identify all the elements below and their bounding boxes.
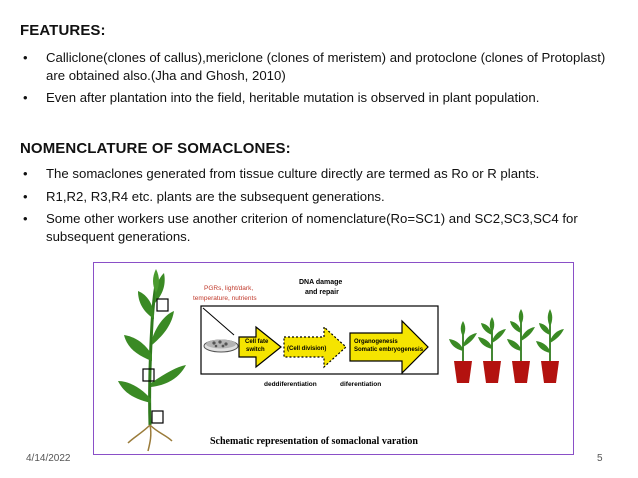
bullet-text: Some other workers use another criterion… [46,211,578,244]
slide-page-number: 5 [597,453,603,464]
pgr-label-2: temperature, nutrients [193,295,257,302]
potted-plant-icon [507,309,535,383]
features-heading: FEATURES: [20,22,106,39]
regenerated-plants [449,309,564,383]
nomenclature-list: • The somaclones generated from tissue cu… [20,165,620,250]
potted-plant-icon [478,317,506,383]
dna-label: DNA damage [299,279,342,286]
arrow1-label: Cell fate [245,339,269,345]
bullet-text: Calliclone(clones of callus),mericlone (… [46,50,606,83]
process-box [200,305,439,375]
slide-date: 4/14/2022 [26,453,71,464]
nomenclature-heading: NOMENCLATURE OF SOMACLONES: [20,140,291,157]
pgr-label: PGRs, light/dark, [204,285,253,292]
list-item: • Some other workers use another criterio… [20,210,620,245]
cell-fate-arrow [238,325,282,369]
bullet-text: Even after plantation into the field, he… [46,90,540,105]
bullet-icon: • [23,50,28,65]
figure-diagram: PGRs, light/dark, temperature, nutrients… [118,269,564,452]
cell-division-arrow [283,325,347,369]
dna-label-2: and repair [305,289,339,296]
list-item: • Calliclone(clones of callus),mericlone … [20,49,620,84]
bullet-text: The somaclones generated from tissue cul… [46,166,540,181]
potted-plant-icon [536,309,564,383]
bullet-icon: • [23,90,28,105]
features-list: • Calliclone(clones of callus),mericlone … [20,49,620,112]
petri-dish-icon [203,339,239,353]
figure-caption: Schematic representation of somaclonal v… [210,436,418,447]
arrow3-label-2: Somatic embryogenesis [354,347,424,353]
arrow2-label: (Cell division) [287,346,326,352]
mother-plant-icon [118,269,186,452]
list-item: • Even after plantation into the field, h… [20,89,620,107]
potted-plant-icon [449,321,477,383]
bullet-text: R1,R2, R3,R4 etc. plants are the subsequ… [46,188,385,204]
bullet-icon: • [23,166,28,181]
dediff-label: deddiferentiation [264,381,317,388]
organogenesis-arrow [349,319,429,375]
bullet-icon: • [23,188,28,204]
diff-label: diferentiation [340,381,381,388]
arrow1-label-2: switch [246,347,265,353]
list-item: • The somaclones generated from tissue cu… [20,165,620,183]
somaclonal-variation-figure: PGRs, light/dark, temperature, nutrients… [93,262,574,455]
list-item: • R1,R2, R3,R4 etc. plants are the subseq… [20,188,620,206]
bullet-icon: • [23,211,28,226]
arrow3-label: Organogenesis [354,339,398,345]
